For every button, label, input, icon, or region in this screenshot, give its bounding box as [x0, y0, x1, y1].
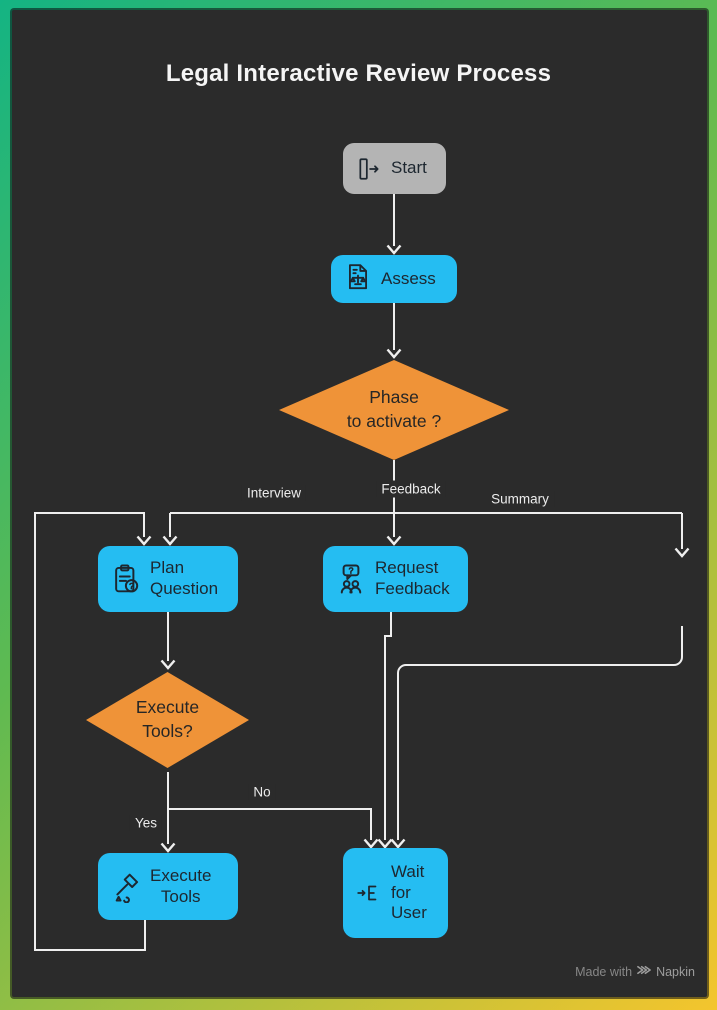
queue-input-icon: [356, 880, 382, 906]
enter-icon: [356, 156, 382, 182]
node-label: Plan Question: [150, 558, 219, 598]
watermark-prefix: Made with: [575, 964, 633, 979]
edge-label-summary: Summary: [486, 490, 554, 508]
diagram-title: Legal Interactive Review Process: [165, 60, 552, 87]
arrowhead: [390, 838, 406, 849]
edge-label-no: No: [248, 783, 276, 801]
edge-no: [168, 808, 372, 840]
hammer-icon: [111, 871, 141, 903]
arrowhead: [377, 838, 393, 849]
svg-text:?: ?: [129, 581, 134, 591]
napkin-watermark: Made with Napkin: [575, 963, 695, 980]
node-assess: Assess: [331, 255, 457, 303]
arrowhead: [160, 659, 176, 670]
node-label: Execute Tools: [150, 865, 212, 906]
node-label: Wait for User: [391, 861, 427, 923]
arrowhead: [160, 842, 176, 853]
node-plan-question: ? Plan Question: [98, 546, 238, 612]
arrowhead: [363, 838, 379, 849]
edge-label-feedback: Feedback: [376, 480, 446, 498]
decision-label: Execute Tools?: [135, 697, 200, 741]
arrowhead: [136, 535, 152, 546]
edge-label-yes: Yes: [129, 814, 163, 832]
decision-label: Phase to activate ?: [346, 387, 442, 431]
node-label: Start: [391, 158, 427, 178]
watermark-brand: Napkin: [656, 964, 695, 979]
node-execute-tools: Execute Tools: [98, 853, 238, 920]
edge-summary-wait: [397, 626, 683, 840]
arrowhead: [386, 535, 402, 546]
clipboard-question-icon: ?: [111, 563, 141, 595]
arrowhead: [386, 244, 402, 255]
arrowhead: [162, 535, 178, 546]
node-start: Start: [343, 143, 446, 194]
edge-loop-execute-plan: [34, 512, 146, 951]
edge-label-interview: Interview: [241, 484, 307, 502]
edge-feedback-wait: [384, 612, 392, 840]
node-label: Assess: [381, 268, 436, 288]
arrowhead: [386, 348, 402, 359]
svg-text:?: ?: [349, 565, 354, 575]
people-question-bubble-icon: ?: [336, 563, 366, 595]
node-wait-for-user: Wait for User: [343, 848, 448, 938]
node-request-feedback: ? Request Feedback: [323, 546, 468, 612]
node-label: Request Feedback: [375, 558, 450, 598]
arrowhead: [674, 547, 690, 558]
legal-document-scales-icon: [344, 264, 372, 294]
napkin-logo-icon: [637, 963, 651, 980]
